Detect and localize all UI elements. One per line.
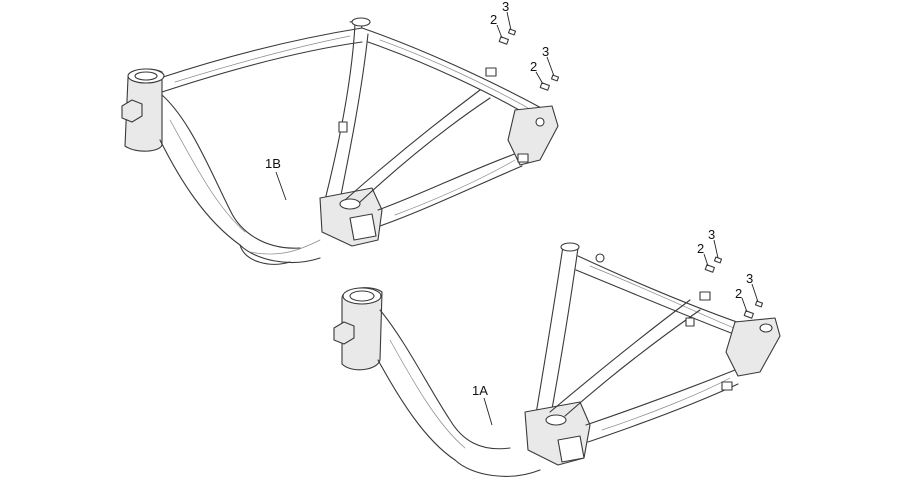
hardware-top: [496, 11, 560, 91]
callout-screw-3-bottom-left: 3: [708, 227, 715, 242]
callout-screw-3-top-left: 3: [502, 0, 509, 14]
callout-screw-2-bottom-left: 2: [697, 241, 704, 256]
frame-1b: [121, 17, 559, 265]
callout-screw-3-top-right: 3: [542, 44, 549, 59]
callout-1a: 1A: [472, 383, 488, 398]
callout-screw-3-bottom-right: 3: [746, 271, 753, 286]
callout-1b: 1B: [265, 156, 281, 171]
leader-1a: [483, 397, 493, 426]
leader-1b: [275, 171, 287, 201]
callout-screw-2-top-right: 2: [530, 59, 537, 74]
callout-screw-2-top-left: 2: [490, 12, 497, 27]
hardware-bottom: [703, 239, 764, 319]
frame-1a: [333, 242, 781, 477]
callout-screw-2-bottom-right: 2: [735, 286, 742, 301]
